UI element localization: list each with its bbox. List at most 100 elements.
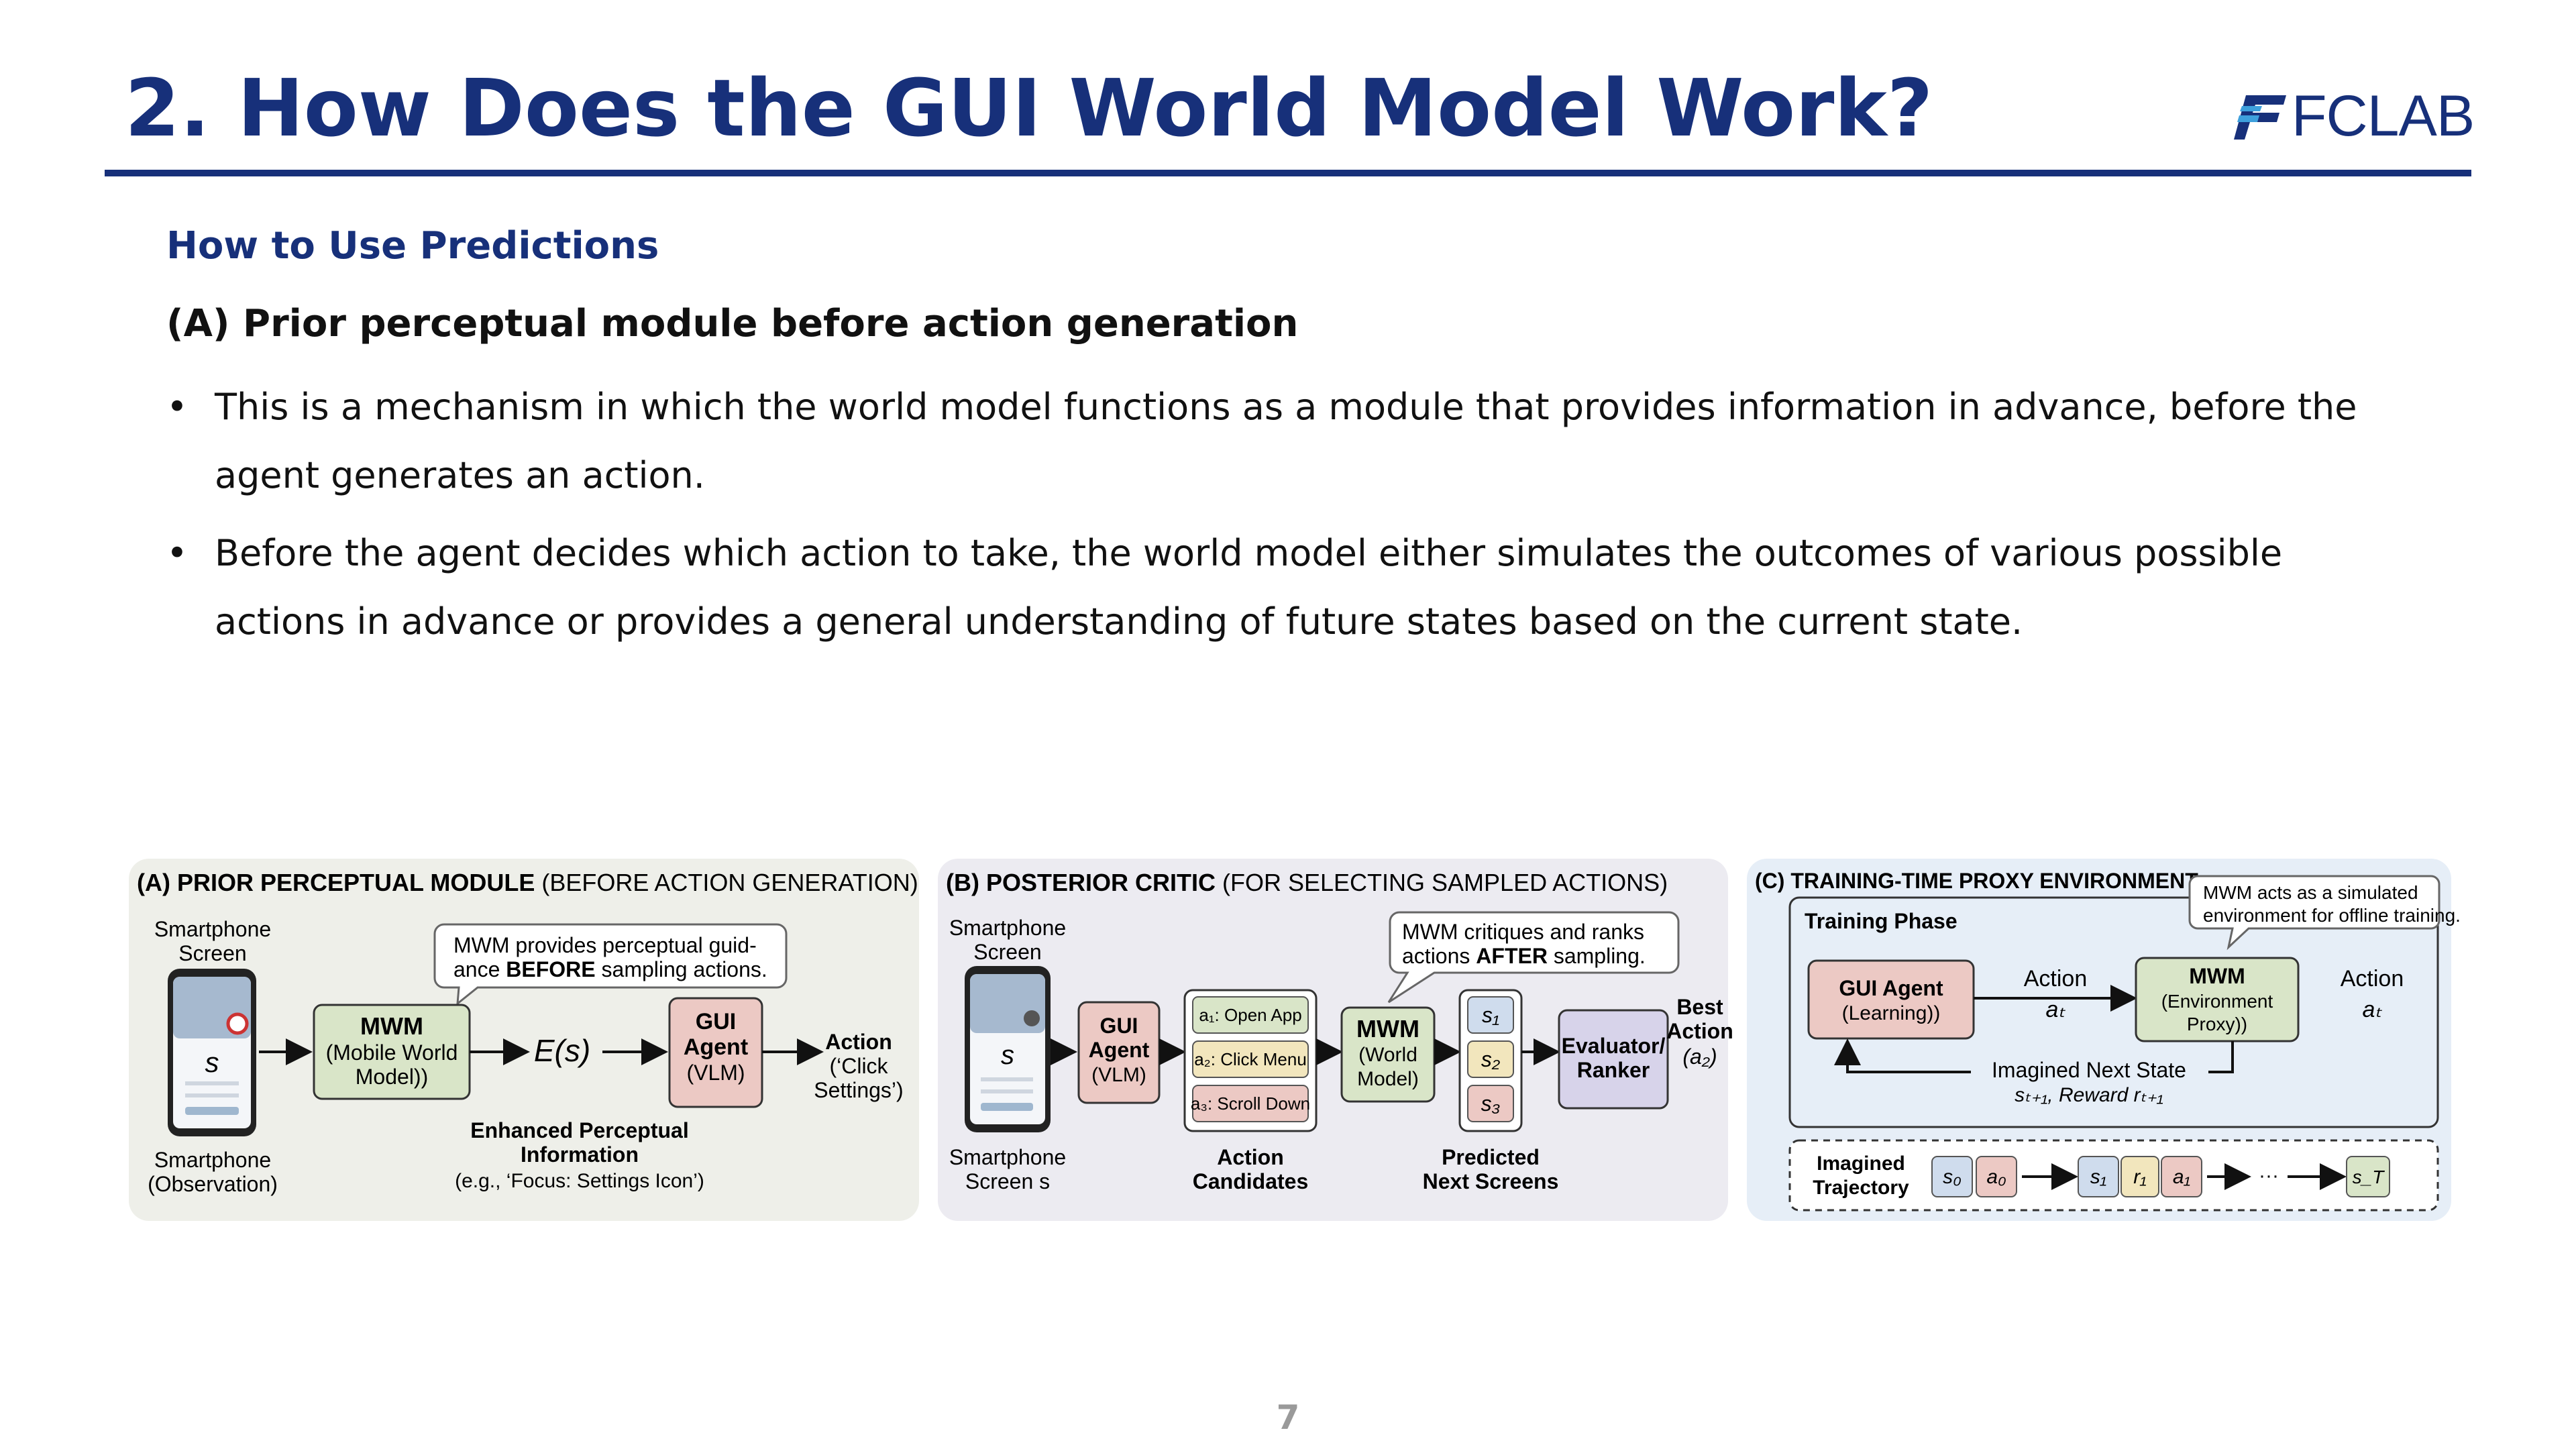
gui-agent-label: GUI Agent [1839, 976, 1943, 1000]
enhanced-label: Enhanced Perceptual [470, 1118, 688, 1142]
action-label: Action [2024, 966, 2088, 991]
phone-top-label: Screen [178, 941, 246, 965]
candidate-item [1192, 996, 1309, 1034]
training-phase-box [1788, 896, 2439, 1128]
trajectory-label: Imagined [1817, 1152, 1905, 1175]
candidate-label: a₂: Click Menu [1194, 1049, 1307, 1069]
subheading: How to Use Predictions [166, 224, 659, 268]
bullet-dot-icon: • [166, 386, 188, 428]
speech-bubble [433, 923, 788, 1006]
feedback-value: sₜ₊₁, Reward rₜ₊₁ [2015, 1084, 2163, 1106]
figure-panel-c: (C) TRAINING-TIME PROXY ENVIRONMENT Trai… [1747, 859, 2461, 1221]
mwm-title: MWM [360, 1012, 423, 1040]
slide-title: 2. How Does the GUI World Model Work? [125, 62, 1933, 154]
best-action-label: Action [1666, 1019, 1733, 1043]
smartphone-icon [168, 969, 256, 1136]
panel-c-title: (C) TRAINING-TIME PROXY ENVIRONMENT [1755, 869, 2198, 893]
bubble-text: actions AFTER sampling. [1402, 944, 1646, 968]
panel-b-title: (B) POSTERIOR CRITIC (FOR SELECTING SAMP… [946, 869, 1668, 896]
enhanced-example: (e.g., ‘Focus: Settings Icon’) [455, 1170, 704, 1192]
mwm-title: MWM [1356, 1015, 1419, 1042]
phone-bottom-label: (Observation) [148, 1172, 278, 1196]
mwm-subtitle: Model)) [356, 1065, 428, 1089]
trajectory-token-label: a₁ [2173, 1166, 2190, 1188]
mwm-box [2135, 957, 2300, 1042]
phone-bottom-label: Screen s [965, 1169, 1050, 1193]
candidate-item [1192, 1085, 1309, 1122]
evaluator-label: Ranker [1577, 1058, 1650, 1082]
smartphone-icon [965, 966, 1051, 1132]
mwm-subtitle: (Mobile World [326, 1040, 458, 1065]
trajectory-token-label: s₁ [2090, 1166, 2106, 1188]
trajectory-token-label: s_T [2353, 1167, 2385, 1187]
bullet-text: Before the agent decides which action to… [215, 532, 2283, 643]
candidate-label: a₁: Open App [1199, 1005, 1301, 1025]
action-out-label: Action [2341, 966, 2404, 991]
phone-bottom-label: Smartphone [949, 1145, 1066, 1169]
predicted-state-label: s₁ [1482, 1003, 1499, 1027]
evaluator-label: Evaluator/ [1562, 1034, 1666, 1058]
gui-agent-label: Agent [1089, 1038, 1150, 1062]
best-action-label: Best [1676, 995, 1723, 1019]
feedback-label: Imagined Next State [1992, 1058, 2186, 1082]
bubble-text: MWM critiques and ranks [1402, 920, 1644, 944]
predicted-state-label: s₂ [1481, 1047, 1500, 1071]
section-heading: (A) Prior perceptual module before actio… [166, 302, 1299, 345]
bubble-text: ance BEFORE sampling actions. [453, 957, 767, 981]
action-value: (‘Click [829, 1054, 888, 1078]
trajectory-ellipsis: ··· [2259, 1165, 2279, 1187]
action-label: Action [825, 1030, 892, 1054]
predicted-state-label: s₃ [1481, 1091, 1501, 1116]
mwm-subtitle: (World [1358, 1044, 1417, 1066]
fclab-logo: FCLAB [2233, 84, 2475, 148]
bubble-text: environment for offline training. [2203, 905, 2461, 926]
trajectory-token [1976, 1156, 2017, 1197]
gui-agent-sub: (VLM) [686, 1061, 745, 1085]
page-number: 7 [1276, 1398, 1300, 1437]
training-phase-label: Training Phase [1805, 909, 1957, 933]
candidates-label: Candidates [1193, 1169, 1308, 1193]
phone-top-label: Smartphone [154, 917, 271, 941]
phone-top-label: Screen [973, 940, 1041, 964]
evaluator-ranker-box [1558, 1009, 1669, 1110]
mwm-subtitle: (Environment [2161, 991, 2273, 1012]
panel-a-title: (A) PRIOR PERCEPTUAL MODULE (BEFORE ACTI… [137, 869, 918, 896]
candidate-label: a₃: Scroll Down [1191, 1093, 1310, 1114]
action-out-symbol: aₜ [2363, 997, 2383, 1022]
phone-state-symbol: s [1001, 1040, 1014, 1070]
trajectory-token-label: r₁ [2133, 1166, 2146, 1188]
action-symbol: aₜ [2046, 997, 2066, 1022]
trajectory-token [2078, 1156, 2119, 1197]
gui-agent-label: GUI [1100, 1014, 1138, 1038]
predicted-state [1467, 1085, 1514, 1122]
best-action-value: (a₂) [1682, 1044, 1717, 1069]
bullet-dot-icon: • [166, 532, 188, 574]
candidates-label: Action [1217, 1145, 1284, 1169]
title-divider [105, 170, 2471, 176]
predicted-state [1467, 1040, 1514, 1078]
bullet-text: This is a mechanism in which the world m… [215, 386, 2357, 496]
gui-agent-sub: (Learning)) [1842, 1002, 1941, 1024]
trajectory-label: Trajectory [1813, 1177, 1909, 1199]
phone-state-symbol: s [205, 1046, 219, 1078]
logo-text: FCLAB [2292, 84, 2475, 148]
figure-panel-b: (B) POSTERIOR CRITIC (FOR SELECTING SAMP… [938, 859, 1733, 1221]
predicted-state [1467, 996, 1514, 1034]
trajectory-token [2161, 1156, 2202, 1197]
gui-agent-sub: (VLM) [1091, 1064, 1146, 1086]
trajectory-token-label: a₀ [1986, 1166, 2006, 1188]
predicted-label: Predicted [1442, 1145, 1540, 1169]
mwm-subtitle: Proxy)) [2187, 1014, 2247, 1034]
speech-bubble [2188, 875, 2440, 951]
mwm-title: MWM [2189, 964, 2245, 988]
mwm-subtitle: Model) [1357, 1068, 1419, 1090]
phone-bottom-label: Smartphone [154, 1148, 271, 1172]
bubble-text: MWM acts as a simulated [2203, 882, 2418, 903]
trajectory-token [2346, 1156, 2390, 1197]
trajectory-token [2121, 1156, 2159, 1197]
trajectory-token [1931, 1156, 1973, 1197]
speech-bubble [1387, 911, 1680, 1004]
bubble-text: MWM provides perceptual guid- [453, 933, 757, 957]
action-value: Settings’) [814, 1078, 903, 1102]
candidate-item [1192, 1040, 1309, 1078]
